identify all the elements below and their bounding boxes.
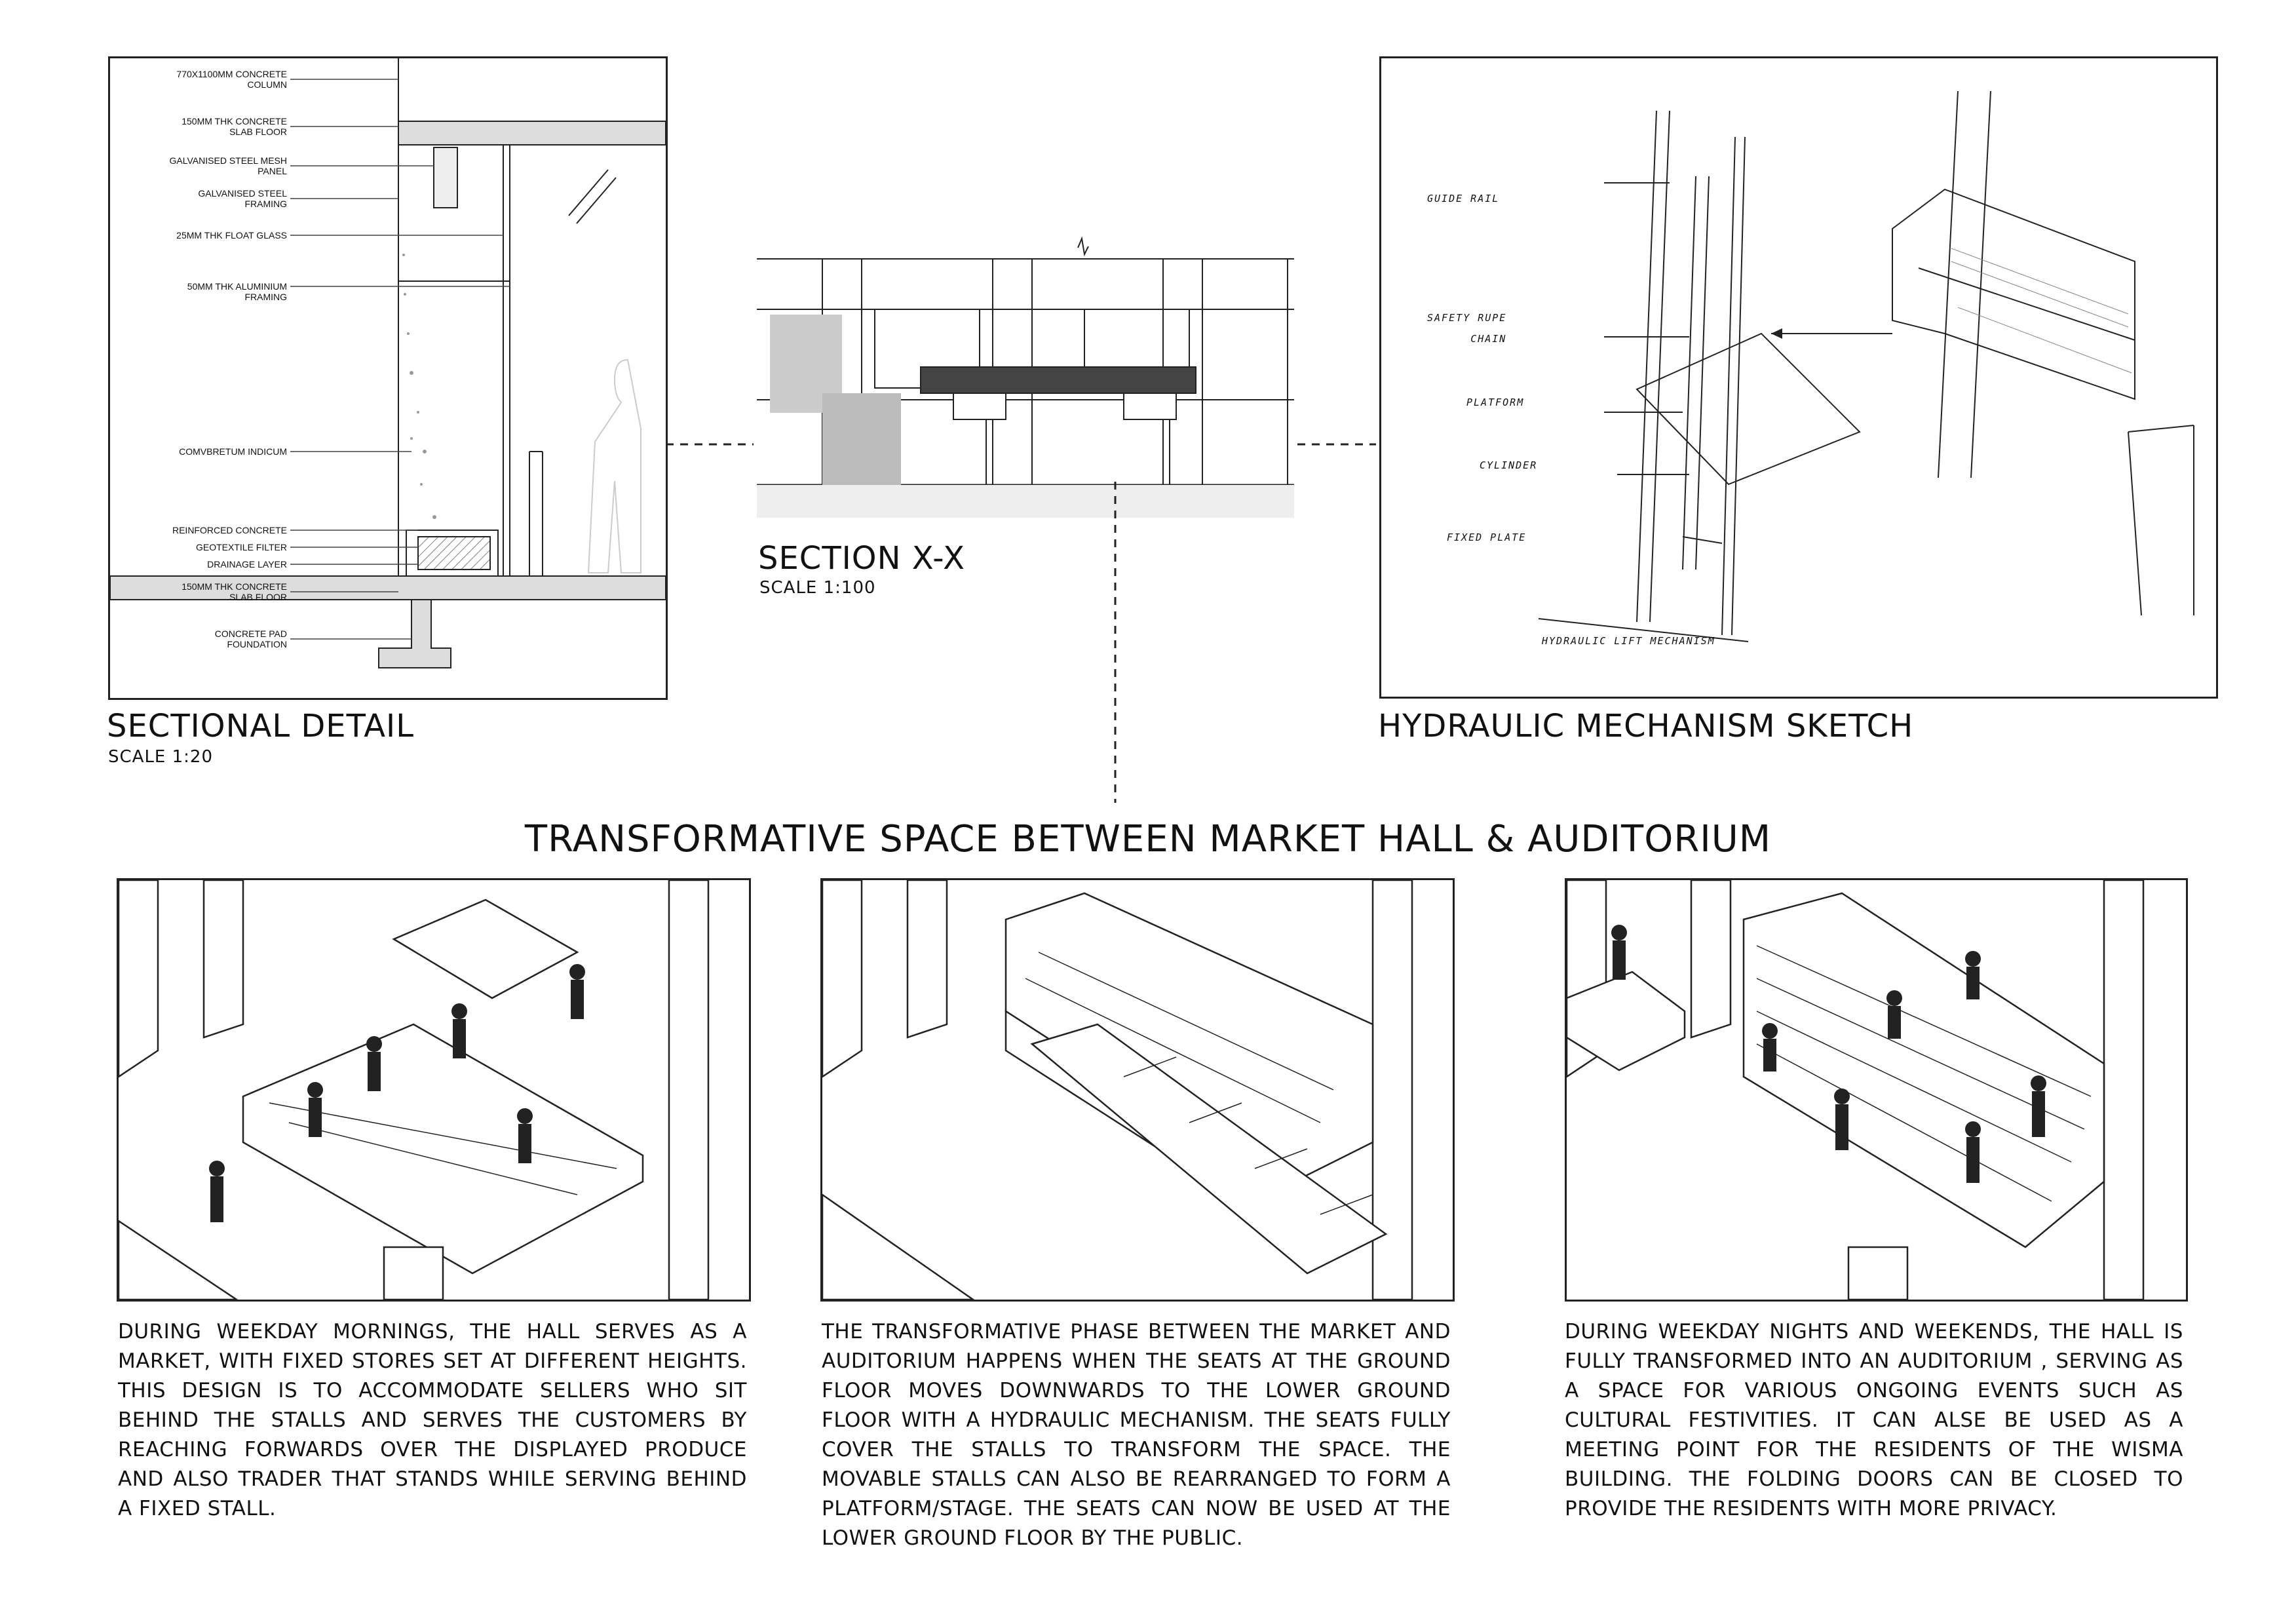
- auditorium-illustration-linework: [1567, 880, 2145, 1300]
- panel-auditorium-illustration: [1565, 878, 2188, 1302]
- hydraulic-sketch-title: HYDRAULIC MECHANISM SKETCH: [1378, 708, 1914, 744]
- transition-illustration-linework: [822, 880, 1413, 1300]
- hydraulic-label-cylinder: CYLINDER: [1480, 459, 1538, 471]
- hydraulic-label-fixed-plate: FIXED PLATE: [1447, 531, 1527, 543]
- main-heading: TRANSFORMATIVE SPACE BETWEEN MARKET HALL…: [524, 818, 1772, 860]
- detail-label-bottom-slab: 150MM THK CONCRETE SLAB FLOOR: [182, 581, 287, 602]
- panel-market-text: DURING WEEKDAY MORNINGS, THE HALL SERVES…: [118, 1320, 747, 1520]
- section-xx-scale: SCALE 1:100: [759, 578, 876, 598]
- detail-label-mesh-panel: GALVANISED STEEL MESH PANEL: [169, 155, 287, 176]
- market-illustration-linework: [119, 880, 710, 1300]
- hydraulic-label-safety-rope: SAFETY RUPE CHAIN: [1427, 312, 1507, 345]
- hydraulic-label-guide-rail: GUIDE RAIL: [1427, 193, 1500, 204]
- detail-label-column: 770X1100MM CONCRETE COLUMN: [176, 69, 287, 90]
- detail-label-drainage: DRAINAGE LAYER: [207, 559, 287, 570]
- section-xx-title: SECTION X-X: [758, 540, 966, 577]
- panel-transition-illustration: [820, 878, 1455, 1302]
- detail-label-float-glass: 25MM THK FLOAT GLASS: [176, 230, 287, 241]
- sectional-detail-drawing: 770X1100MM CONCRETE COLUMN 150MM THK CON…: [108, 56, 668, 700]
- sectional-detail-title: SECTIONAL DETAIL: [107, 708, 414, 744]
- sectional-detail-scale: SCALE 1:20: [108, 747, 214, 767]
- detail-label-geotextile: GEOTEXTILE FILTER: [196, 542, 287, 552]
- section-xx-linework: [757, 236, 1294, 518]
- hydraulic-sketch-drawing: GUIDE RAIL SAFETY RUPE CHAIN PLATFORM CY…: [1379, 56, 2218, 699]
- detail-label-aluminium-framing: 50MM THK ALUMINIUM FRAMING: [187, 281, 287, 302]
- detail-label-plant: COMVBRETUM INDICUM: [179, 446, 287, 457]
- detail-label-pad-foundation: CONCRETE PAD FOUNDATION: [214, 628, 287, 649]
- detail-label-reinforced-concrete: REINFORCED CONCRETE: [172, 525, 287, 535]
- hydraulic-sketch-linework: [1538, 90, 2194, 642]
- detail-label-top-slab: 150MM THK CONCRETE SLAB FLOOR: [182, 116, 287, 137]
- panel-auditorium-text: DURING WEEKDAY NIGHTS AND WEEKENDS, THE …: [1565, 1320, 2183, 1520]
- section-xx-drawing: [757, 236, 1294, 524]
- hydraulic-label-platform: PLATFORM: [1466, 396, 1525, 408]
- detail-label-steel-framing: GALVANISED STEEL FRAMING: [198, 188, 287, 209]
- panel-market-illustration: [117, 878, 751, 1302]
- panel-transition-text: THE TRANSFORMATIVE PHASE BETWEEN THE MAR…: [822, 1320, 1451, 1550]
- hydraulic-caption: HYDRAULIC LIFT MECHANISM: [1542, 635, 1715, 647]
- sectional-detail-linework: [110, 58, 666, 668]
